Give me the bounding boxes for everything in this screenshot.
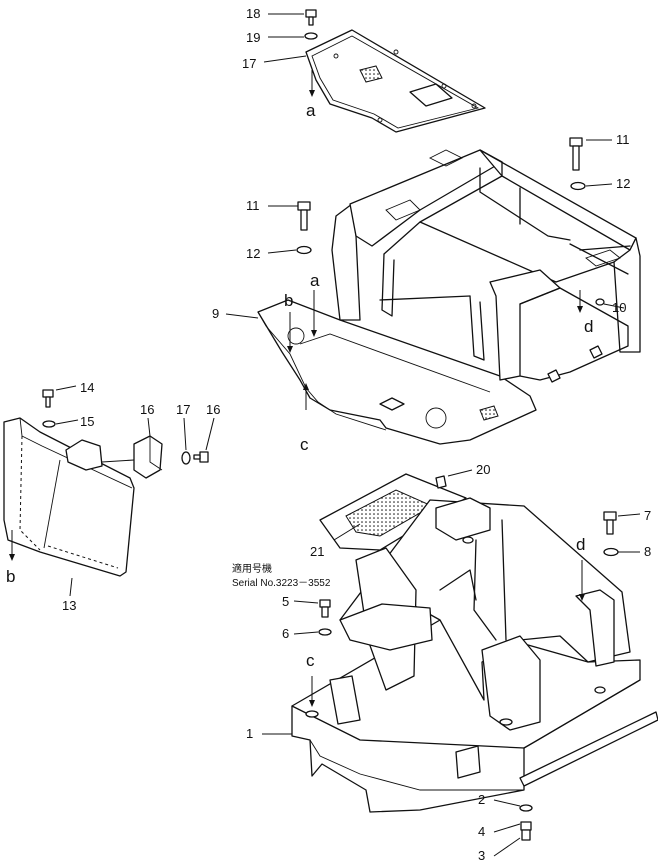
washer-12-left	[296, 245, 312, 255]
callout-5: 5	[282, 594, 289, 609]
callout-19: 17	[242, 56, 256, 71]
callout-21: 19	[246, 30, 260, 45]
callout-6: 6	[282, 626, 289, 641]
callout-18: 17	[176, 402, 190, 417]
lower-frame	[291, 473, 658, 813]
upper-frame	[257, 149, 641, 445]
callout-7: 7	[644, 508, 651, 523]
callout-12-right: 12	[616, 176, 630, 191]
letter-c-lower: c	[306, 651, 315, 670]
callout-11-left: 11	[246, 198, 260, 213]
bolt-11-left	[297, 201, 311, 231]
washer-10	[595, 298, 605, 306]
serial-note-range: Serial No.3223－3552	[232, 578, 331, 589]
callout-22: 20	[476, 462, 490, 477]
bolt-5	[319, 599, 331, 618]
letter-d-lower: d	[576, 535, 585, 554]
letter-a-top: a	[306, 101, 316, 120]
washer-21	[304, 32, 318, 40]
letter-c-frame: c	[300, 435, 309, 454]
washer-2	[519, 804, 533, 812]
leader-lines	[9, 13, 641, 857]
plug-22	[435, 475, 447, 489]
callout-2: 2	[478, 792, 485, 807]
callout-12-left: 12	[246, 246, 260, 261]
callout-9: 9	[212, 306, 219, 321]
letter-b-frame: b	[284, 291, 293, 310]
callout-23: 21	[310, 544, 324, 559]
bolt-14	[42, 389, 54, 408]
washer-6	[318, 628, 332, 636]
callout-4: 4	[478, 824, 485, 839]
washer-12-right	[570, 181, 586, 191]
bolt-3	[520, 821, 532, 841]
callout-1: 1	[246, 726, 253, 741]
letter-b-cover: b	[6, 567, 15, 586]
bolt-7	[603, 511, 617, 535]
callout-3: 3	[478, 848, 485, 863]
callout-15: 15	[80, 414, 94, 429]
bolt-20	[305, 9, 317, 26]
washer-8	[603, 547, 619, 557]
bolt-11-right	[569, 137, 583, 171]
callout-14: 14	[80, 380, 94, 395]
washer-18	[181, 451, 191, 465]
serial-note-label: 適用号機	[232, 562, 272, 575]
callout-11-right: 11	[616, 132, 630, 147]
callout-8: 8	[644, 544, 651, 559]
callout-17: 16	[206, 402, 220, 417]
callout-10: 10	[612, 300, 626, 315]
callout-16: 16	[140, 402, 154, 417]
letter-a-frame: a	[310, 271, 320, 290]
callout-13: 13	[62, 598, 76, 613]
side-cover	[3, 417, 135, 577]
top-cover-plate	[305, 29, 486, 133]
bolt-17	[193, 451, 209, 463]
callout-20: 18	[246, 6, 260, 21]
letter-d-frame: d	[584, 317, 593, 336]
washer-15	[42, 420, 56, 428]
